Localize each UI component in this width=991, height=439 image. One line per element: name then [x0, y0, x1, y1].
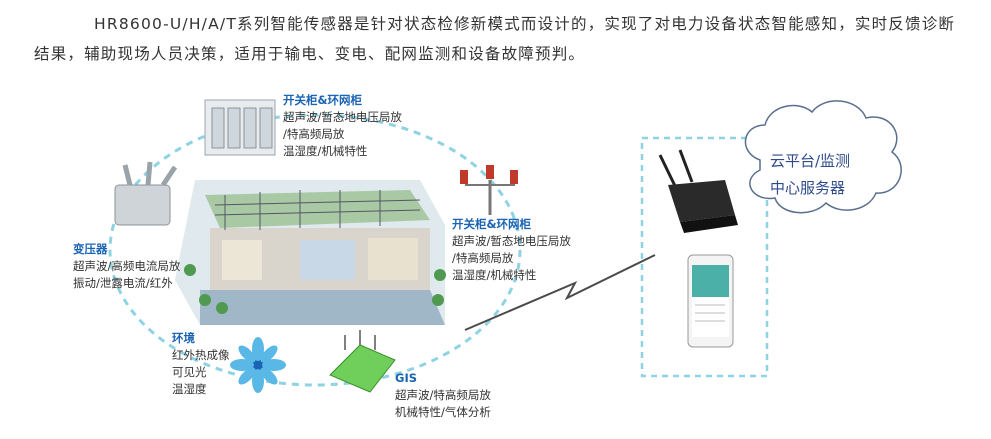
label-switchgear-right-title: 开关柜&环网柜 [452, 217, 532, 231]
label-line: 超声波/特高频局放 [395, 388, 491, 402]
label-gis-title: GIS [395, 371, 418, 385]
gis-icon [329, 330, 396, 393]
intro-paragraph: HR8600-U/H/A/T系列智能传感器是针对状态检修新模式而设计的，实现了对… [34, 15, 956, 63]
label-switchgear-top-title: 开关柜&环网柜 [283, 93, 363, 107]
cloud-label-line2: 中心服务器 [770, 179, 846, 197]
label-line: /特高频局放 [452, 251, 514, 265]
cloud-label: 云平台/监测 中心服务器 [770, 148, 880, 202]
label-environment: 环境 红外热成像 可见光 温湿度 [172, 330, 230, 398]
label-line: 红外热成像 [172, 348, 230, 362]
fan-sensor-icon [230, 337, 286, 393]
label-line: 机械特性/气体分析 [395, 405, 491, 419]
substation-image [175, 180, 446, 325]
label-line: 可见光 [172, 365, 207, 379]
label-line: 超声波/高频电流局放 [73, 259, 181, 273]
label-line: /特高频局放 [283, 127, 345, 141]
cloud-label-line1: 云平台/监测 [770, 152, 851, 170]
label-line: 温湿度/机械特性 [283, 144, 368, 158]
label-switchgear-top: 开关柜&环网柜 超声波/暂态地电压局放 /特高频局放 温湿度/机械特性 [283, 92, 402, 160]
switchgear-icon [204, 99, 276, 156]
label-transformer: 变压器 超声波/高频电流局放 振动/泄露电流/红外 [73, 241, 180, 292]
label-transformer-title: 变压器 [73, 242, 108, 256]
label-line: 超声波/暂态地电压局放 [283, 110, 402, 124]
transformer-icon [114, 161, 178, 226]
label-line: 温湿度 [172, 382, 207, 396]
mobile-phone-icon [687, 254, 734, 348]
cloud-icon [744, 100, 902, 214]
label-line: 温湿度/机械特性 [452, 268, 537, 282]
label-gis: GIS 超声波/特高频局放 机械特性/气体分析 [395, 370, 491, 421]
device-panel [640, 136, 769, 378]
label-environment-title: 环境 [172, 331, 195, 345]
insulator-icon [460, 165, 518, 215]
label-line: 超声波/暂态地电压局放 [452, 234, 571, 248]
gateway-router-icon [658, 149, 738, 233]
label-switchgear-right: 开关柜&环网柜 超声波/暂态地电压局放 /特高频局放 温湿度/机械特性 [452, 216, 571, 284]
label-line: 振动/泄露电流/红外 [73, 276, 173, 290]
lightning-link-icon [464, 254, 656, 331]
sensor-ring [108, 113, 522, 387]
